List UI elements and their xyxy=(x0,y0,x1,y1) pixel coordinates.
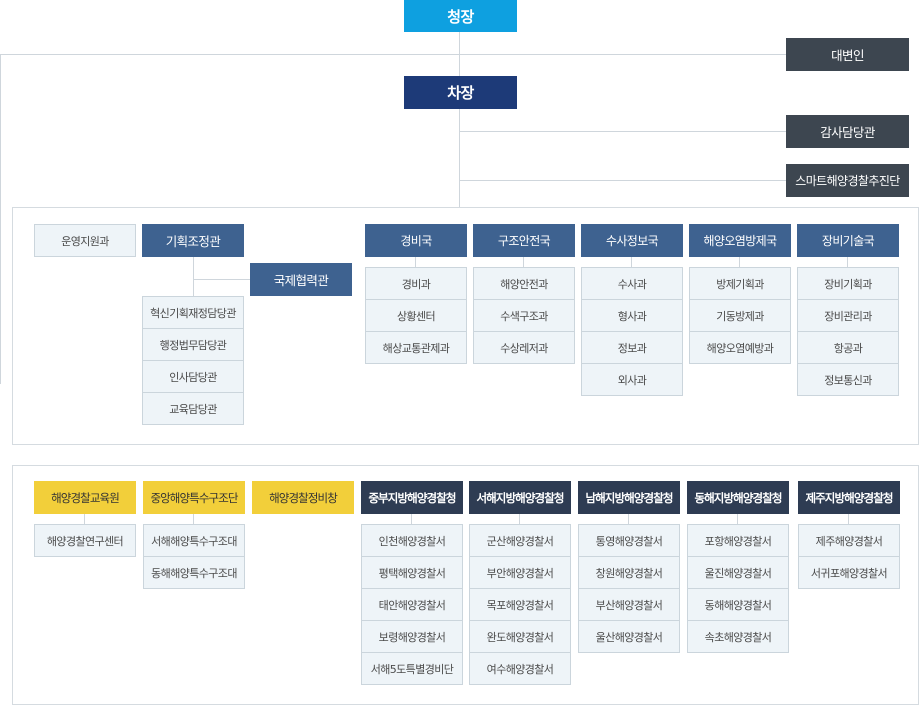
affiliated-connector xyxy=(84,514,85,524)
regional-header[interactable]: 남해지방해양경찰청 xyxy=(578,481,680,514)
bureau-connector xyxy=(847,257,848,267)
intl-cooperation-box[interactable]: 국제협력관 xyxy=(250,263,352,296)
left-outer-connector xyxy=(0,54,1,384)
regional-sub-item[interactable]: 인천해양경찰서 xyxy=(361,524,463,557)
bureau-connector xyxy=(523,257,524,267)
regional-connector xyxy=(737,514,738,524)
regional-sub-item[interactable]: 포항해양경찰서 xyxy=(687,524,789,557)
deputy-box[interactable]: 차장 xyxy=(404,76,517,109)
bureau-header[interactable]: 해양오염방제국 xyxy=(689,224,791,257)
bureau-sub-item[interactable]: 항공과 xyxy=(797,331,899,364)
regional-header[interactable]: 서해지방해양경찰청 xyxy=(469,481,571,514)
regional-sub-item[interactable]: 서해5도특별경비단 xyxy=(361,652,463,685)
regional-connector xyxy=(519,514,520,524)
regional-sub-item[interactable]: 군산해양경찰서 xyxy=(469,524,571,557)
regional-sub-item[interactable]: 보령해양경찰서 xyxy=(361,620,463,653)
planning-sub-item[interactable]: 교육담당관 xyxy=(142,392,244,425)
bureau-sub-item[interactable]: 상황센터 xyxy=(365,299,467,332)
audit-box[interactable]: 감사담당관 xyxy=(786,115,909,148)
spokesperson-connector xyxy=(0,54,786,55)
bureau-sub-item[interactable]: 정보통신과 xyxy=(797,363,899,396)
affiliated-header[interactable]: 해양경찰교육원 xyxy=(34,481,136,514)
regional-sub-item[interactable]: 서귀포해양경찰서 xyxy=(798,556,900,589)
regional-sub-item[interactable]: 부산해양경찰서 xyxy=(578,588,680,621)
affiliated-header[interactable]: 중앙해양특수구조단 xyxy=(143,481,245,514)
bureau-sub-item[interactable]: 정보과 xyxy=(581,331,683,364)
bureau-sub-item[interactable]: 경비과 xyxy=(365,267,467,300)
regional-sub-item[interactable]: 제주해양경찰서 xyxy=(798,524,900,557)
bureau-sub-item[interactable]: 해상교통관제과 xyxy=(365,331,467,364)
smart-connector xyxy=(459,180,786,181)
regional-header[interactable]: 중부지방해양경찰청 xyxy=(361,481,463,514)
bureau-connector xyxy=(415,257,416,267)
planning-box[interactable]: 기획조정관 xyxy=(142,224,244,257)
smart-promotion-box[interactable]: 스마트해양경찰추진단 xyxy=(786,164,909,197)
affiliated-header[interactable]: 해양경찰정비창 xyxy=(252,481,354,514)
bureau-sub-item[interactable]: 방제기획과 xyxy=(689,267,791,300)
planning-connector xyxy=(193,257,194,297)
affiliated-connector xyxy=(193,514,194,524)
bureau-header[interactable]: 수사정보국 xyxy=(581,224,683,257)
regional-sub-item[interactable]: 울산해양경찰서 xyxy=(578,620,680,653)
bureau-sub-item[interactable]: 수상레저과 xyxy=(473,331,575,364)
regional-header[interactable]: 동해지방해양경찰청 xyxy=(687,481,789,514)
regional-sub-item[interactable]: 목포해양경찰서 xyxy=(469,588,571,621)
bureau-sub-item[interactable]: 기동방제과 xyxy=(689,299,791,332)
bureau-connector xyxy=(739,257,740,267)
regional-sub-item[interactable]: 평택해양경찰서 xyxy=(361,556,463,589)
regional-sub-item[interactable]: 여수해양경찰서 xyxy=(469,652,571,685)
bureau-sub-item[interactable]: 장비관리과 xyxy=(797,299,899,332)
regional-sub-item[interactable]: 속초해양경찰서 xyxy=(687,620,789,653)
affiliated-sub-item[interactable]: 서해해양특수구조대 xyxy=(143,524,245,557)
regional-sub-item[interactable]: 완도해양경찰서 xyxy=(469,620,571,653)
bureau-sub-item[interactable]: 형사과 xyxy=(581,299,683,332)
bureau-sub-item[interactable]: 외사과 xyxy=(581,363,683,396)
bureau-sub-item[interactable]: 수사과 xyxy=(581,267,683,300)
commissioner-box[interactable]: 청장 xyxy=(404,0,517,32)
audit-connector xyxy=(459,131,786,132)
bureau-sub-item[interactable]: 해양안전과 xyxy=(473,267,575,300)
bureau-connector xyxy=(631,257,632,267)
bureau-header[interactable]: 구조안전국 xyxy=(473,224,575,257)
regional-connector xyxy=(411,514,412,524)
bureau-sub-item[interactable]: 수색구조과 xyxy=(473,299,575,332)
regional-connector xyxy=(848,514,849,524)
spine-connector xyxy=(459,32,460,208)
bureau-header[interactable]: 장비기술국 xyxy=(797,224,899,257)
planning-sub-item[interactable]: 혁신기획재정담당관 xyxy=(142,296,244,329)
planning-sub-item[interactable]: 행정법무담당관 xyxy=(142,328,244,361)
regional-sub-item[interactable]: 울진해양경찰서 xyxy=(687,556,789,589)
regional-sub-item[interactable]: 통영해양경찰서 xyxy=(578,524,680,557)
regional-connector xyxy=(628,514,629,524)
regional-sub-item[interactable]: 태안해양경찰서 xyxy=(361,588,463,621)
regional-sub-item[interactable]: 부안해양경찰서 xyxy=(469,556,571,589)
affiliated-sub-item[interactable]: 해양경찰연구센터 xyxy=(34,524,136,557)
bureau-sub-item[interactable]: 해양오염예방과 xyxy=(689,331,791,364)
bureau-header[interactable]: 경비국 xyxy=(365,224,467,257)
bureau-sub-item[interactable]: 장비기획과 xyxy=(797,267,899,300)
planning-sub-item[interactable]: 인사담당관 xyxy=(142,360,244,393)
affiliated-sub-item[interactable]: 동해해양특수구조대 xyxy=(143,556,245,589)
regional-sub-item[interactable]: 동해해양경찰서 xyxy=(687,588,789,621)
regional-sub-item[interactable]: 창원해양경찰서 xyxy=(578,556,680,589)
spokesperson-box[interactable]: 대변인 xyxy=(786,38,909,71)
regional-header[interactable]: 제주지방해양경찰청 xyxy=(798,481,900,514)
intl-connector xyxy=(193,279,250,280)
admin-support-box[interactable]: 운영지원과 xyxy=(34,224,136,257)
